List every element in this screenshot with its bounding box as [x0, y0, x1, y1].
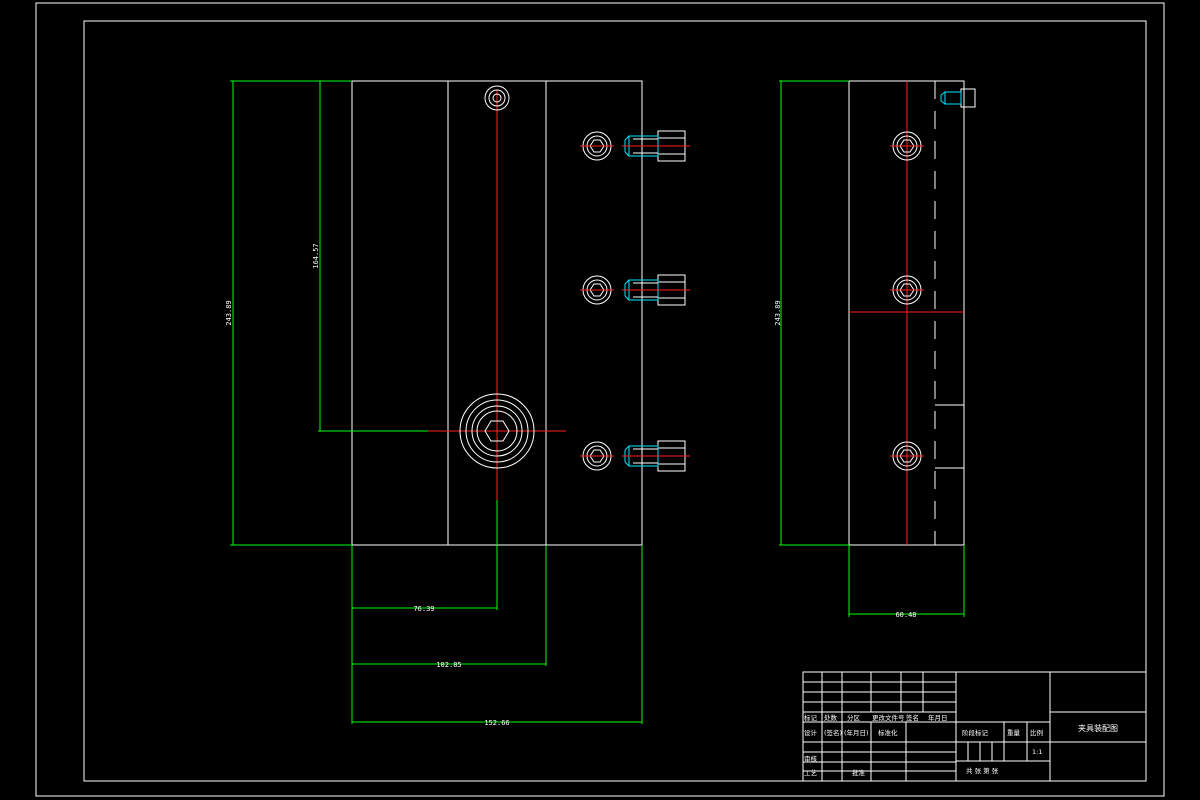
- tb-label-docno: 更改文件号: [872, 713, 905, 722]
- dim-front-width-slot: 102.85: [436, 661, 461, 669]
- title-block: [802, 671, 1147, 782]
- front-top-hole: [484, 85, 510, 111]
- tb-label-approve: 批准: [852, 768, 866, 777]
- front-side-hole-3: [580, 441, 614, 471]
- outer-border: [35, 2, 1165, 797]
- front-cap-screw-1: [622, 130, 690, 162]
- inner-border: [83, 20, 1147, 782]
- tb-label-standardize: 标准化: [878, 728, 898, 737]
- front-view: 243.89 164.57 76.39 102.85 152.66: [225, 80, 690, 727]
- front-cap-screw-3: [622, 440, 690, 472]
- dim-front-width-total: 152.66: [484, 719, 509, 727]
- tb-label-date: 年月日: [928, 713, 948, 722]
- tb-label-design: 设计: [804, 728, 818, 737]
- side-view: 243.89 60.48: [774, 80, 976, 619]
- dim-front-height-total: 243.89: [225, 300, 233, 325]
- dim-side-width-total: 60.48: [895, 611, 916, 619]
- tb-label-process: 工艺: [804, 769, 818, 777]
- tb-label-sheets: 共 张 第 张: [966, 766, 999, 775]
- dim-side-height-total: 243.89: [774, 300, 782, 325]
- tb-label-zone: 分区: [847, 713, 861, 722]
- front-cap-screw-2: [622, 274, 690, 306]
- tb-label-scale: 比例: [1030, 728, 1043, 737]
- side-dimensions: [779, 80, 965, 617]
- dim-front-height-hole: 164.57: [312, 243, 320, 268]
- front-dimensions: [230, 80, 643, 724]
- front-side-hole-1: [580, 131, 614, 161]
- side-hole-2: [890, 275, 924, 305]
- front-side-hole-2: [580, 275, 614, 305]
- tb-label-weight: 重量: [1007, 729, 1021, 737]
- front-main-counterbore: [459, 393, 535, 469]
- tb-value-date: (年月日): [844, 728, 869, 737]
- tb-label-stage-mark: 阶段标记: [962, 728, 989, 737]
- tb-value-scale: 1:1: [1032, 748, 1042, 756]
- tb-label-sign: 签名: [906, 713, 919, 722]
- tb-label-count: 处数: [824, 713, 838, 722]
- tb-label-review: 审核: [804, 754, 818, 763]
- tb-label-mark: 标记: [804, 713, 818, 722]
- dim-front-width-hole: 76.39: [413, 605, 434, 613]
- tb-value-signature: (签名): [824, 728, 842, 737]
- title-block-text: 标记 处数 分区 更改文件号 签名 年月日 设计 (签名) (年月日) 标准化 …: [804, 713, 1118, 777]
- side-hole-3: [890, 441, 924, 471]
- side-hole-1: [890, 131, 924, 161]
- side-top-screw: [940, 88, 976, 108]
- tb-drawing-name: 夹具装配图: [1078, 723, 1118, 733]
